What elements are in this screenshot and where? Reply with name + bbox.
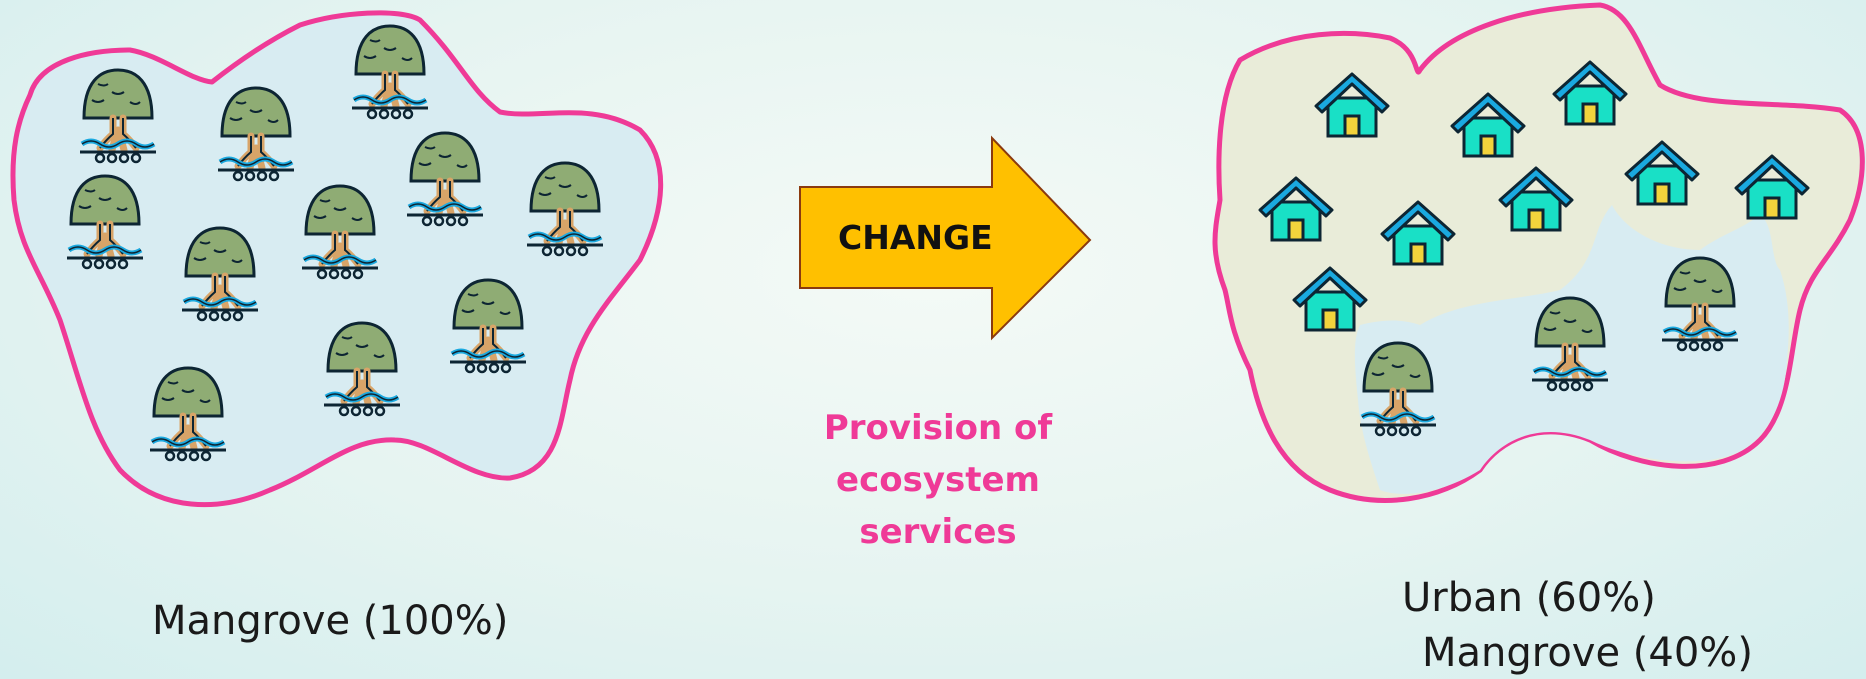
after-mixed-region bbox=[1212, 2, 1865, 503]
after-caption-urban: Urban (60%) bbox=[1402, 575, 1656, 621]
ecosystem-services-text: Provision of ecosystem services bbox=[718, 402, 1158, 558]
change-arrow bbox=[799, 135, 1092, 341]
ecosystem-services-line-1: Provision of ecosystem bbox=[823, 408, 1053, 500]
after-caption-mangrove: Mangrove (40%) bbox=[1422, 630, 1753, 676]
before-mangrove-region bbox=[10, 10, 664, 508]
change-label: CHANGE bbox=[838, 218, 993, 257]
before-caption: Mangrove (100%) bbox=[152, 598, 509, 644]
arrow-right-icon bbox=[799, 135, 1092, 341]
ecosystem-services-line-2: services bbox=[859, 512, 1017, 552]
